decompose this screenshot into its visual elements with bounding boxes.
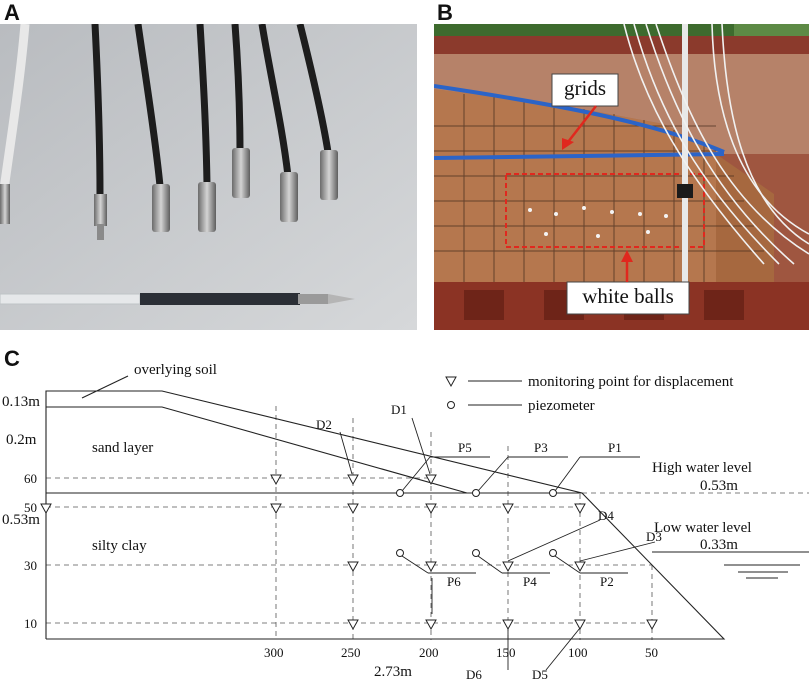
low-water-value: 0.33m	[700, 537, 738, 553]
piezo-circle	[549, 549, 557, 557]
label-P2: P2	[600, 574, 614, 589]
disp-triangle	[347, 503, 359, 515]
low-water-label: Low water level	[654, 520, 751, 536]
label-D2: D2	[316, 417, 332, 432]
high-water-label: High water level	[652, 460, 752, 476]
disp-triangle	[574, 619, 586, 631]
thickness-053: 0.53m	[2, 512, 40, 528]
y-tick-60: 60	[24, 471, 37, 486]
y-tick-10: 10	[24, 616, 37, 631]
disp-triangle	[347, 619, 359, 631]
thickness-02: 0.2m	[6, 432, 37, 448]
disp-triangle	[347, 474, 359, 486]
y-tick-50: 50	[24, 500, 37, 515]
disp-triangle	[646, 619, 658, 631]
label-P6: P6	[447, 574, 461, 589]
label-P5: P5	[458, 440, 472, 455]
label-P1: P1	[608, 440, 622, 455]
piezo-circle	[472, 489, 480, 497]
overlying-soil-label: overlying soil	[134, 362, 217, 378]
disp-triangle	[270, 474, 282, 486]
label-D3: D3	[646, 529, 662, 544]
label-P4: P4	[523, 574, 537, 589]
disp-triangle	[502, 561, 514, 573]
label-D1: D1	[391, 402, 407, 417]
sand-layer-label: sand layer	[92, 440, 153, 456]
model-tank-drawing	[434, 24, 809, 330]
slope-outline	[45, 375, 809, 640]
legend-piezometer-text: piezometer	[528, 398, 595, 414]
disp-triangle	[425, 619, 437, 631]
disp-triangle	[40, 503, 52, 515]
panel-b-label: B	[437, 0, 453, 25]
disp-triangle	[425, 503, 437, 515]
y-tick-30: 30	[24, 558, 37, 573]
high-water-value: 0.53m	[700, 478, 738, 494]
disp-triangle	[425, 561, 437, 573]
length-label: 2.73m	[374, 664, 412, 680]
diagram-gridlines	[46, 406, 809, 640]
piezo-circle	[549, 489, 557, 497]
legend-circle	[447, 401, 455, 409]
disp-triangle	[502, 503, 514, 515]
disp-triangle	[574, 561, 586, 573]
disp-triangle	[270, 503, 282, 515]
label-P3: P3	[534, 440, 548, 455]
leader-lines	[339, 380, 656, 671]
label-D6: D6	[466, 667, 482, 682]
piezo-circle	[396, 489, 404, 497]
piezo-circle	[472, 549, 480, 557]
x-tick-50: 50	[645, 645, 658, 660]
thickness-013: 0.13m	[2, 394, 40, 410]
disp-triangle	[425, 474, 437, 486]
disp-triangle	[347, 561, 359, 573]
sensor-photo-drawing	[0, 24, 417, 330]
piezometer-points	[396, 401, 557, 557]
white-balls-label: white balls	[582, 284, 674, 308]
x-tick-200: 200	[419, 645, 439, 660]
panel-c-label: C	[4, 346, 20, 371]
x-tick-100: 100	[568, 645, 588, 660]
legend-displacement-text: monitoring point for displacement	[528, 374, 734, 390]
sensor-photo	[0, 24, 417, 330]
disp-triangle	[502, 619, 514, 631]
legend-triangle	[445, 376, 457, 388]
disp-triangle	[574, 503, 586, 515]
model-tank-photo: grids white balls	[434, 24, 809, 330]
x-tick-300: 300	[264, 645, 284, 660]
x-tick-150: 150	[496, 645, 516, 660]
label-D4: D4	[598, 508, 614, 523]
grids-label: grids	[564, 76, 606, 100]
displacement-points	[40, 376, 658, 631]
silty-clay-label: silty clay	[92, 538, 147, 554]
piezo-circle	[396, 549, 404, 557]
x-tick-250: 250	[341, 645, 361, 660]
panel-a-label: A	[4, 0, 20, 25]
label-D5: D5	[532, 667, 548, 682]
